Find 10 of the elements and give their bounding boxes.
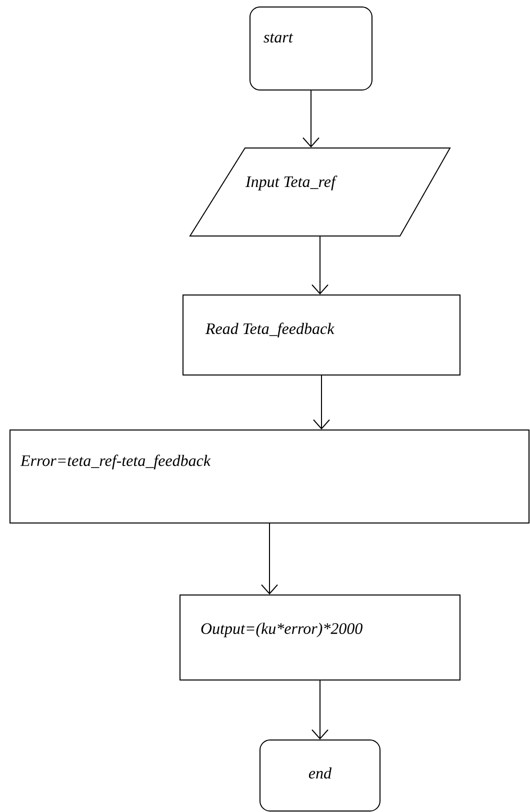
arrow — [261, 523, 278, 594]
process-box: Error=teta_ref-teta_feedback — [10, 430, 530, 524]
arrow — [312, 236, 328, 294]
process-box: Read Teta_feedback — [182, 294, 460, 376]
terminal-box: start — [250, 6, 372, 90]
arrow — [302, 90, 320, 148]
arrow — [312, 680, 328, 740]
terminal-box: end — [260, 740, 380, 812]
process-box: Output=(ku*error)*2000 — [180, 594, 460, 680]
arrow — [313, 375, 330, 430]
